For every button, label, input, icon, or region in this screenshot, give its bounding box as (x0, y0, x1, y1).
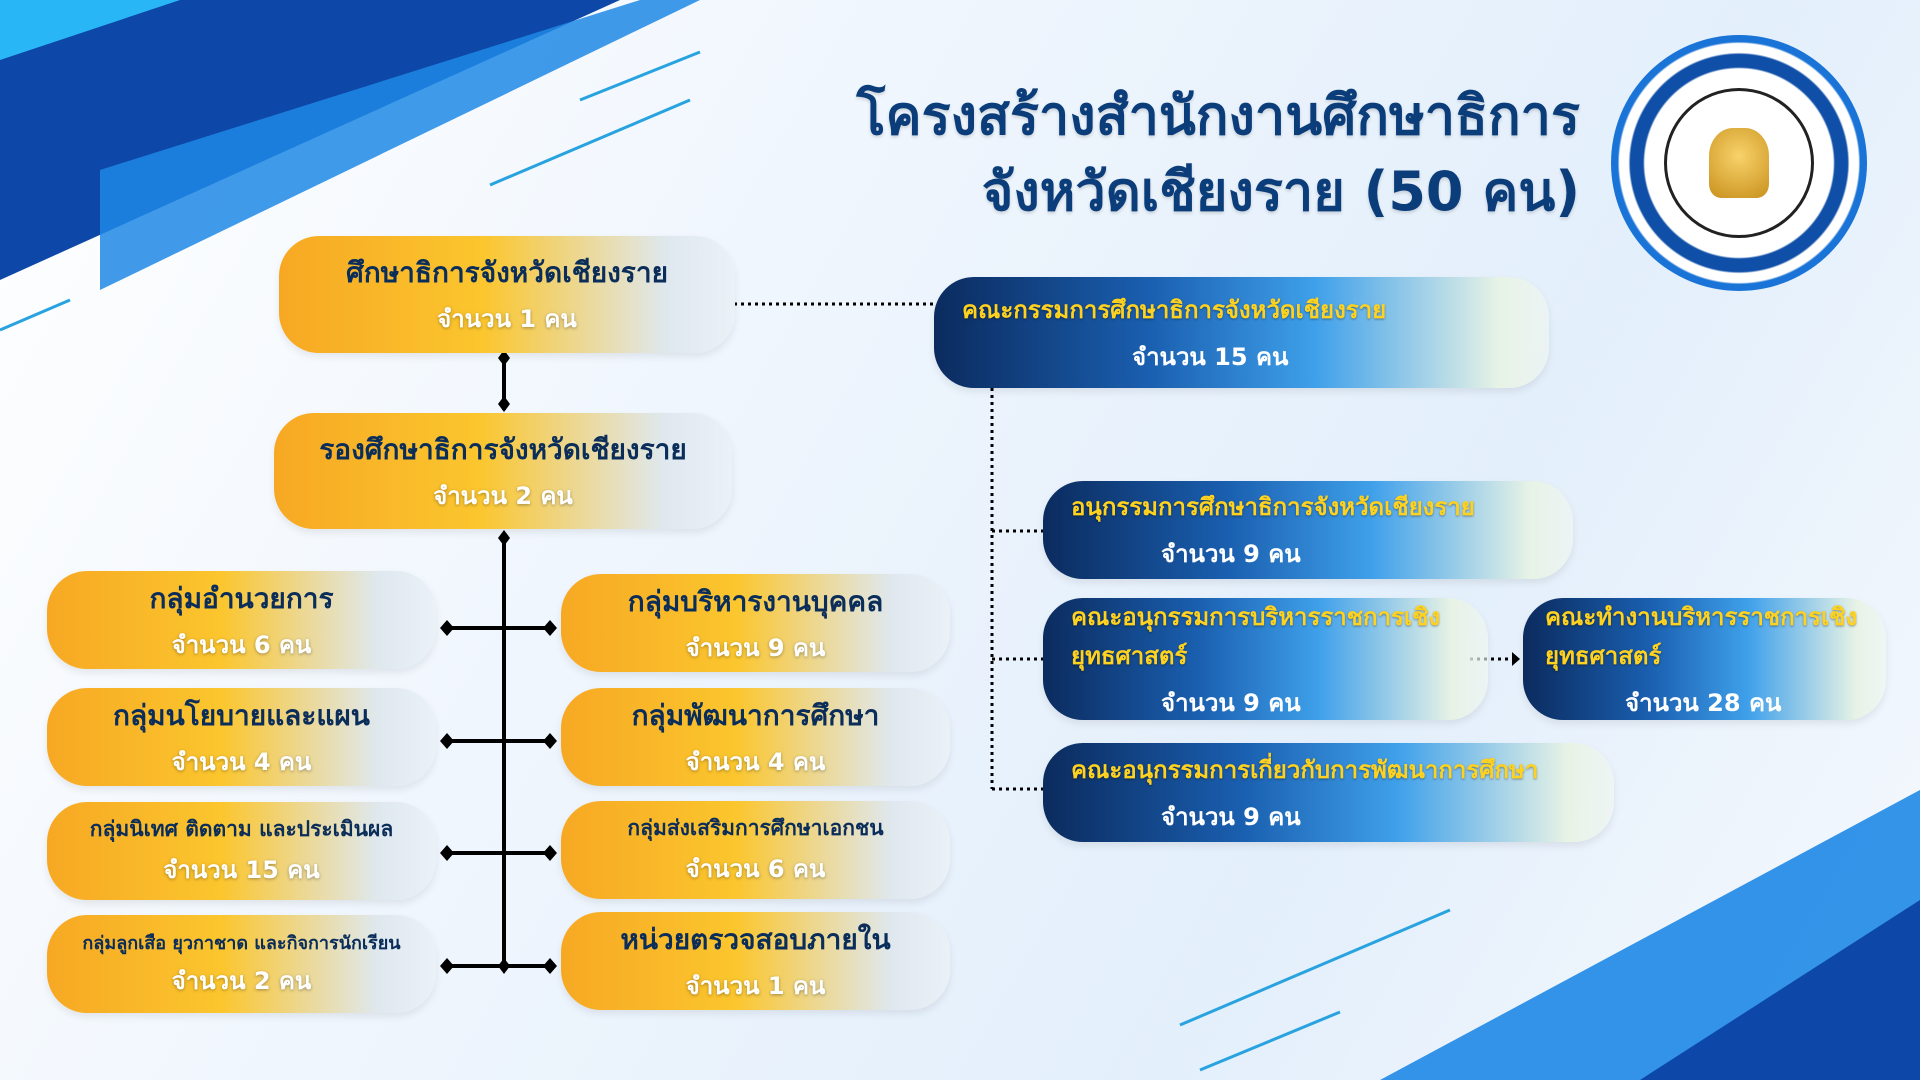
subcommittee-box: คณะอนุกรรมการเกี่ยวกับการพัฒนาการศึกษา จ… (1043, 743, 1614, 842)
subcommittee-box: อนุกรรมการศึกษาธิการจังหวัดเชียงราย จำนว… (1043, 481, 1573, 579)
emblem-icon (1709, 128, 1769, 198)
group-name: กลุ่มอำนวยการ (149, 581, 334, 615)
group-count: จำนวน 6 คน (685, 855, 826, 883)
working-group-count: จำนวน 28 คน (1625, 688, 1782, 717)
group-count: จำนวน 9 คน (685, 633, 826, 662)
committee-name: คณะกรรมการศึกษาธิการจังหวัดเชียงราย (962, 295, 1387, 324)
group-count: จำนวน 2 คน (171, 967, 312, 995)
head-count: จำนวน 1 คน (437, 305, 577, 333)
group-count: จำนวน 15 คน (163, 856, 320, 884)
group-count: จำนวน 4 คน (685, 747, 826, 776)
group-name: กลุ่มนโยบายและแผน (113, 698, 370, 732)
group-name: กลุ่มพัฒนาการศึกษา (631, 698, 880, 732)
group-count: จำนวน 4 คน (171, 747, 312, 776)
subcommittee-count: จำนวน 9 คน (1161, 802, 1301, 831)
group-name: หน่วยตรวจสอบภายใน (620, 922, 891, 956)
subcommittee-name: คณะอนุกรรมการเกี่ยวกับการพัฒนาการศึกษา (1071, 755, 1539, 784)
subcommittee-count: จำนวน 9 คน (1161, 540, 1301, 568)
group-box: กลุ่มอำนวยการจำนวน 6 คน (47, 571, 436, 669)
subcommittee-name: อนุกรรมการศึกษาธิการจังหวัดเชียงราย (1071, 493, 1475, 521)
group-box: กลุ่มนโยบายและแผนจำนวน 4 คน (47, 688, 436, 786)
group-box: กลุ่มลูกเสือ ยุวกาชาด และกิจการนักเรียนจ… (47, 915, 436, 1013)
group-count: จำนวน 1 คน (685, 971, 826, 1000)
group-box: หน่วยตรวจสอบภายในจำนวน 1 คน (561, 912, 950, 1010)
group-name: กลุ่มบริหารงานบุคคล (627, 584, 884, 618)
title-line-1: โครงสร้างสำนักงานศึกษาธิการ (856, 84, 1580, 147)
title-line-2: จังหวัดเชียงราย (50 คน) (981, 160, 1580, 223)
working-group-box: คณะทำงานบริหารราชการเชิงยุทธศาสตร์ จำนวน… (1523, 598, 1886, 720)
group-box: กลุ่มบริหารงานบุคคลจำนวน 9 คน (561, 574, 950, 672)
group-name: กลุ่มส่งเสริมการศึกษาเอกชน (627, 816, 884, 840)
deputy-box: รองศึกษาธิการจังหวัดเชียงราย จำนวน 2 คน (274, 413, 732, 529)
group-name: กลุ่มนิเทศ ติดตาม และประเมินผล (89, 817, 394, 841)
working-group-name: คณะทำงานบริหารราชการเชิงยุทธศาสตร์ (1545, 602, 1858, 670)
subcommittee-name: คณะอนุกรรมการบริหารราชการเชิงยุทธศาสตร์ (1071, 602, 1441, 670)
group-box: กลุ่มส่งเสริมการศึกษาเอกชนจำนวน 6 คน (561, 801, 950, 899)
subcommittee-box: คณะอนุกรรมการบริหารราชการเชิงยุทธศาสตร์ … (1043, 598, 1488, 720)
group-box: กลุ่มนิเทศ ติดตาม และประเมินผลจำนวน 15 ค… (47, 802, 436, 900)
deputy-count: จำนวน 2 คน (433, 481, 573, 510)
organization-logo (1611, 35, 1867, 291)
group-count: จำนวน 6 คน (171, 630, 312, 659)
subcommittee-count: จำนวน 9 คน (1161, 688, 1301, 717)
group-name: กลุ่มลูกเสือ ยุวกาชาด และกิจการนักเรียน (82, 933, 401, 954)
head-box: ศึกษาธิการจังหวัดเชียงราย จำนวน 1 คน (279, 236, 735, 353)
deputy-name: รองศึกษาธิการจังหวัดเชียงราย (319, 432, 687, 466)
committee-box: คณะกรรมการศึกษาธิการจังหวัดเชียงราย จำนว… (934, 277, 1549, 388)
head-name: ศึกษาธิการจังหวัดเชียงราย (346, 256, 668, 289)
committee-count: จำนวน 15 คน (1132, 342, 1289, 371)
group-box: กลุ่มพัฒนาการศึกษาจำนวน 4 คน (561, 688, 950, 786)
